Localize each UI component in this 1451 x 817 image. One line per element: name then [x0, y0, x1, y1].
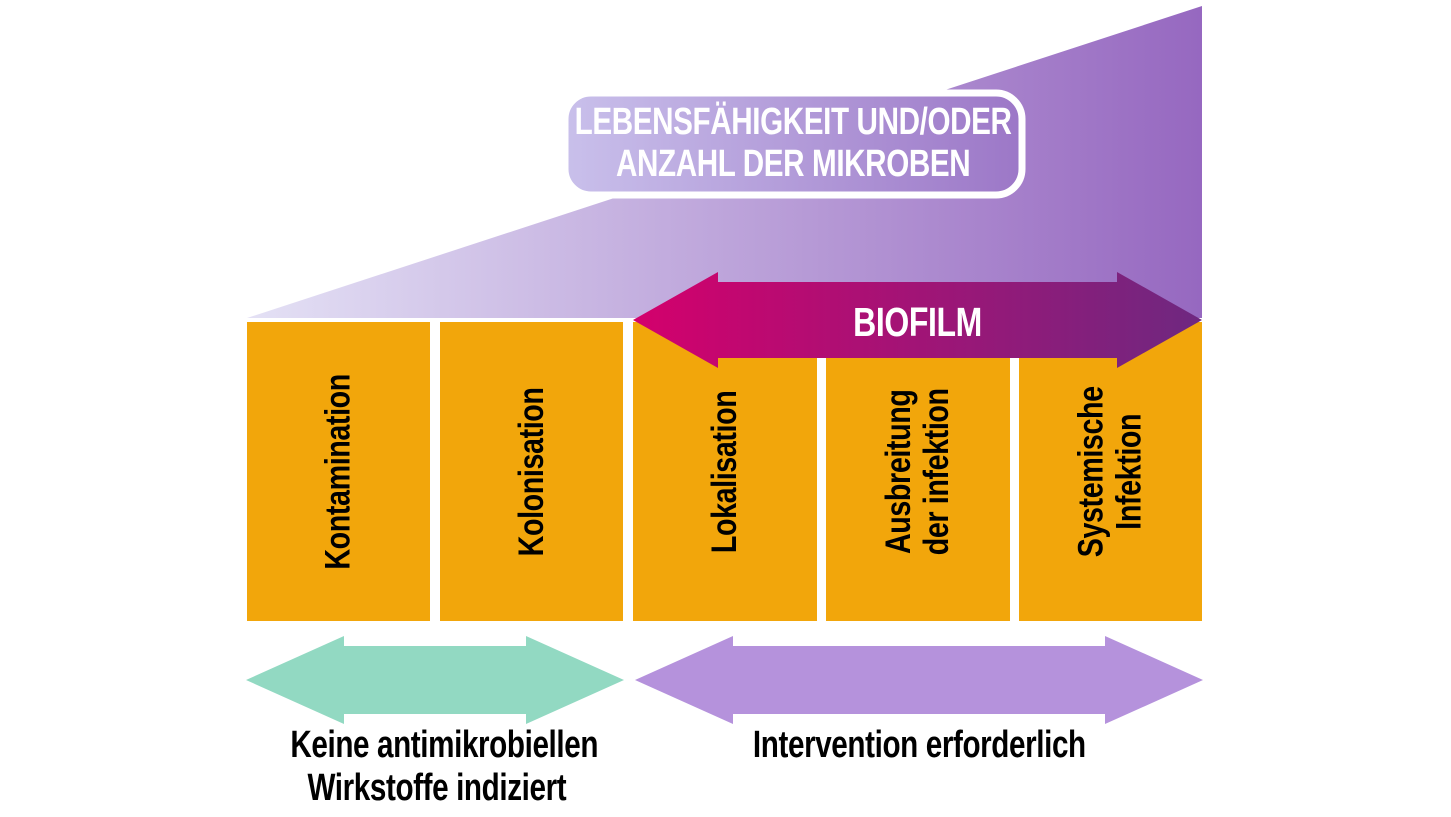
- biofilm-double-arrow: [633, 272, 1202, 368]
- stage-bar-lokalisation: [633, 322, 817, 621]
- no-antimicrobials-double-arrow: [246, 636, 624, 724]
- intervention-double-arrow: [635, 636, 1203, 724]
- stage-bar-kontamination: [247, 322, 430, 621]
- stage-bar-ausbreitung: [826, 322, 1010, 621]
- stage-bar-kolonisation: [440, 322, 623, 621]
- stage-bar-systemisch: [1019, 322, 1202, 621]
- title-box: [561, 89, 1026, 199]
